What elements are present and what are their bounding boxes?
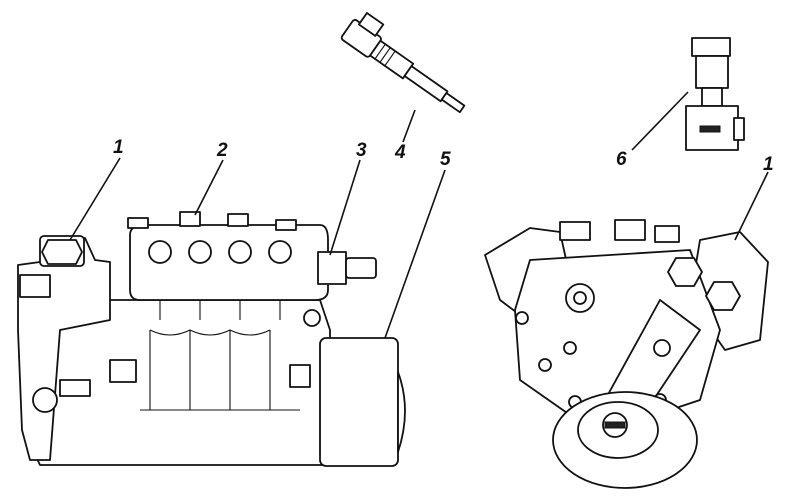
callout-6: 6 xyxy=(616,149,627,170)
injector-nozzle xyxy=(340,12,466,114)
outlet-fitting xyxy=(345,257,377,279)
plunger-1 xyxy=(148,240,172,264)
top-fitting-3 xyxy=(654,225,680,243)
body-lug xyxy=(289,364,311,388)
valve-slot xyxy=(699,125,721,133)
boss-left-inner xyxy=(573,291,587,305)
injector-knurl xyxy=(374,43,396,67)
governor-nut xyxy=(41,239,83,265)
outlet-block xyxy=(317,251,347,285)
callout-2: 2 xyxy=(216,140,228,161)
delivery-valve-1 xyxy=(127,217,149,229)
injector-stem xyxy=(403,65,449,103)
top-fitting-2 xyxy=(614,219,646,241)
leader-1-left xyxy=(69,157,121,241)
callout-1-right: 1 xyxy=(763,154,774,175)
valve-fitting xyxy=(685,37,745,151)
callout-5: 5 xyxy=(440,149,451,170)
bolt-b xyxy=(538,358,552,372)
delivery-valve-2 xyxy=(179,211,201,227)
plunger-4 xyxy=(268,240,292,264)
callout-1-left: 1 xyxy=(113,137,124,158)
leader-6 xyxy=(631,91,689,151)
valve-neck xyxy=(701,87,723,107)
side-fitting xyxy=(109,359,137,383)
valve-side-port xyxy=(733,117,745,141)
body-bolt xyxy=(303,309,321,327)
pump-front-view xyxy=(484,219,769,489)
delivery-valve-4 xyxy=(275,219,297,231)
callout-labels: 1 2 3 4 5 6 1 xyxy=(113,137,774,175)
injector-cap xyxy=(357,12,385,37)
plunger-3 xyxy=(228,240,252,264)
leader-lines xyxy=(69,91,769,339)
callout-4: 4 xyxy=(394,142,406,163)
shaft-key xyxy=(604,421,626,429)
pump-side-view xyxy=(17,211,406,467)
valve-cap xyxy=(691,37,731,57)
governor-boss xyxy=(32,387,58,413)
body-lobes xyxy=(149,330,271,410)
drive-coupling xyxy=(319,337,399,467)
bolt-a xyxy=(563,341,577,355)
plunger-2 xyxy=(188,240,212,264)
hex-nut-1 xyxy=(667,257,703,287)
lower-fitting xyxy=(59,379,91,397)
coupling-flange xyxy=(397,371,406,453)
injector-tip xyxy=(440,92,466,114)
bolt-e xyxy=(515,311,529,325)
body-ribs xyxy=(149,329,271,336)
delivery-valve-3 xyxy=(227,213,249,227)
delivery-valves xyxy=(127,211,297,231)
plunger-barrels xyxy=(159,300,281,320)
leader-5 xyxy=(384,169,446,339)
leader-1-right xyxy=(734,171,769,241)
callout-3: 3 xyxy=(356,140,367,161)
valve-body xyxy=(695,55,729,89)
leader-4 xyxy=(402,109,416,143)
boss-center xyxy=(653,339,671,357)
plunger-row xyxy=(148,240,292,264)
governor-block xyxy=(19,274,51,298)
hex-nut-2 xyxy=(705,281,741,311)
leader-2 xyxy=(194,159,224,216)
leader-3 xyxy=(329,159,361,256)
top-fitting-1 xyxy=(559,221,591,241)
